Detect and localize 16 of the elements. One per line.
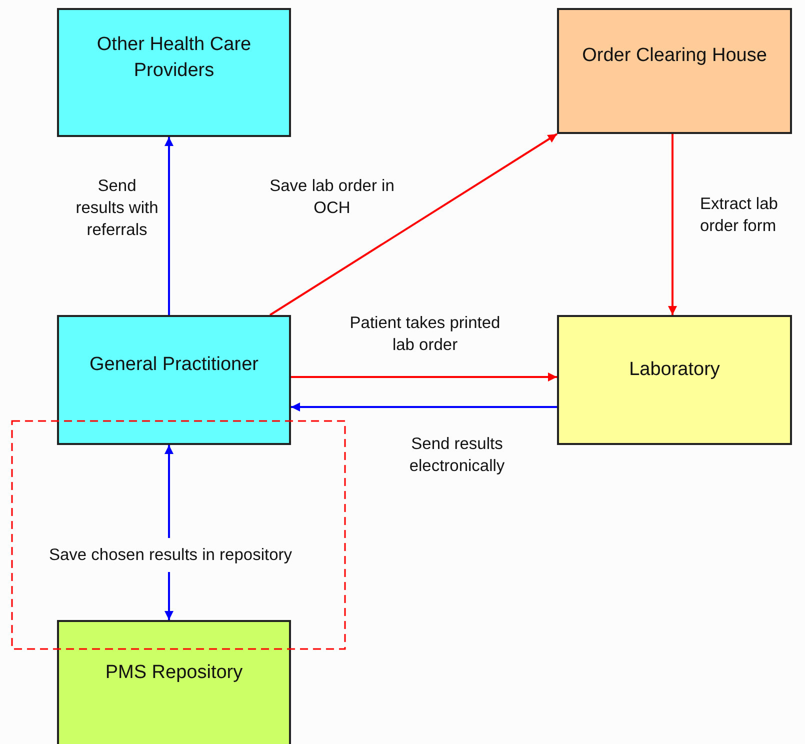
process-box: Laboratory (557, 315, 792, 445)
edge-label: Patient takes printed lab order (348, 313, 502, 356)
arrow (291, 402, 557, 412)
edge-label: Send results with referrals (74, 176, 160, 241)
arrow (291, 372, 557, 382)
process-box: General Practitioner (57, 315, 291, 445)
process-box: Other Health Care Providers (57, 8, 291, 137)
process-box: Order Clearing House (557, 8, 792, 134)
edge-label: Extract lab order form (700, 194, 779, 237)
arrow (668, 134, 677, 315)
arrow (269, 133, 558, 316)
edge-label: Send results electronically (408, 434, 506, 477)
edge-label: Save lab order in OCH (268, 176, 396, 219)
edge-label: Save chosen results in repository (48, 538, 293, 572)
process-box: PMS Repository (57, 620, 291, 744)
arrow (164, 137, 174, 315)
